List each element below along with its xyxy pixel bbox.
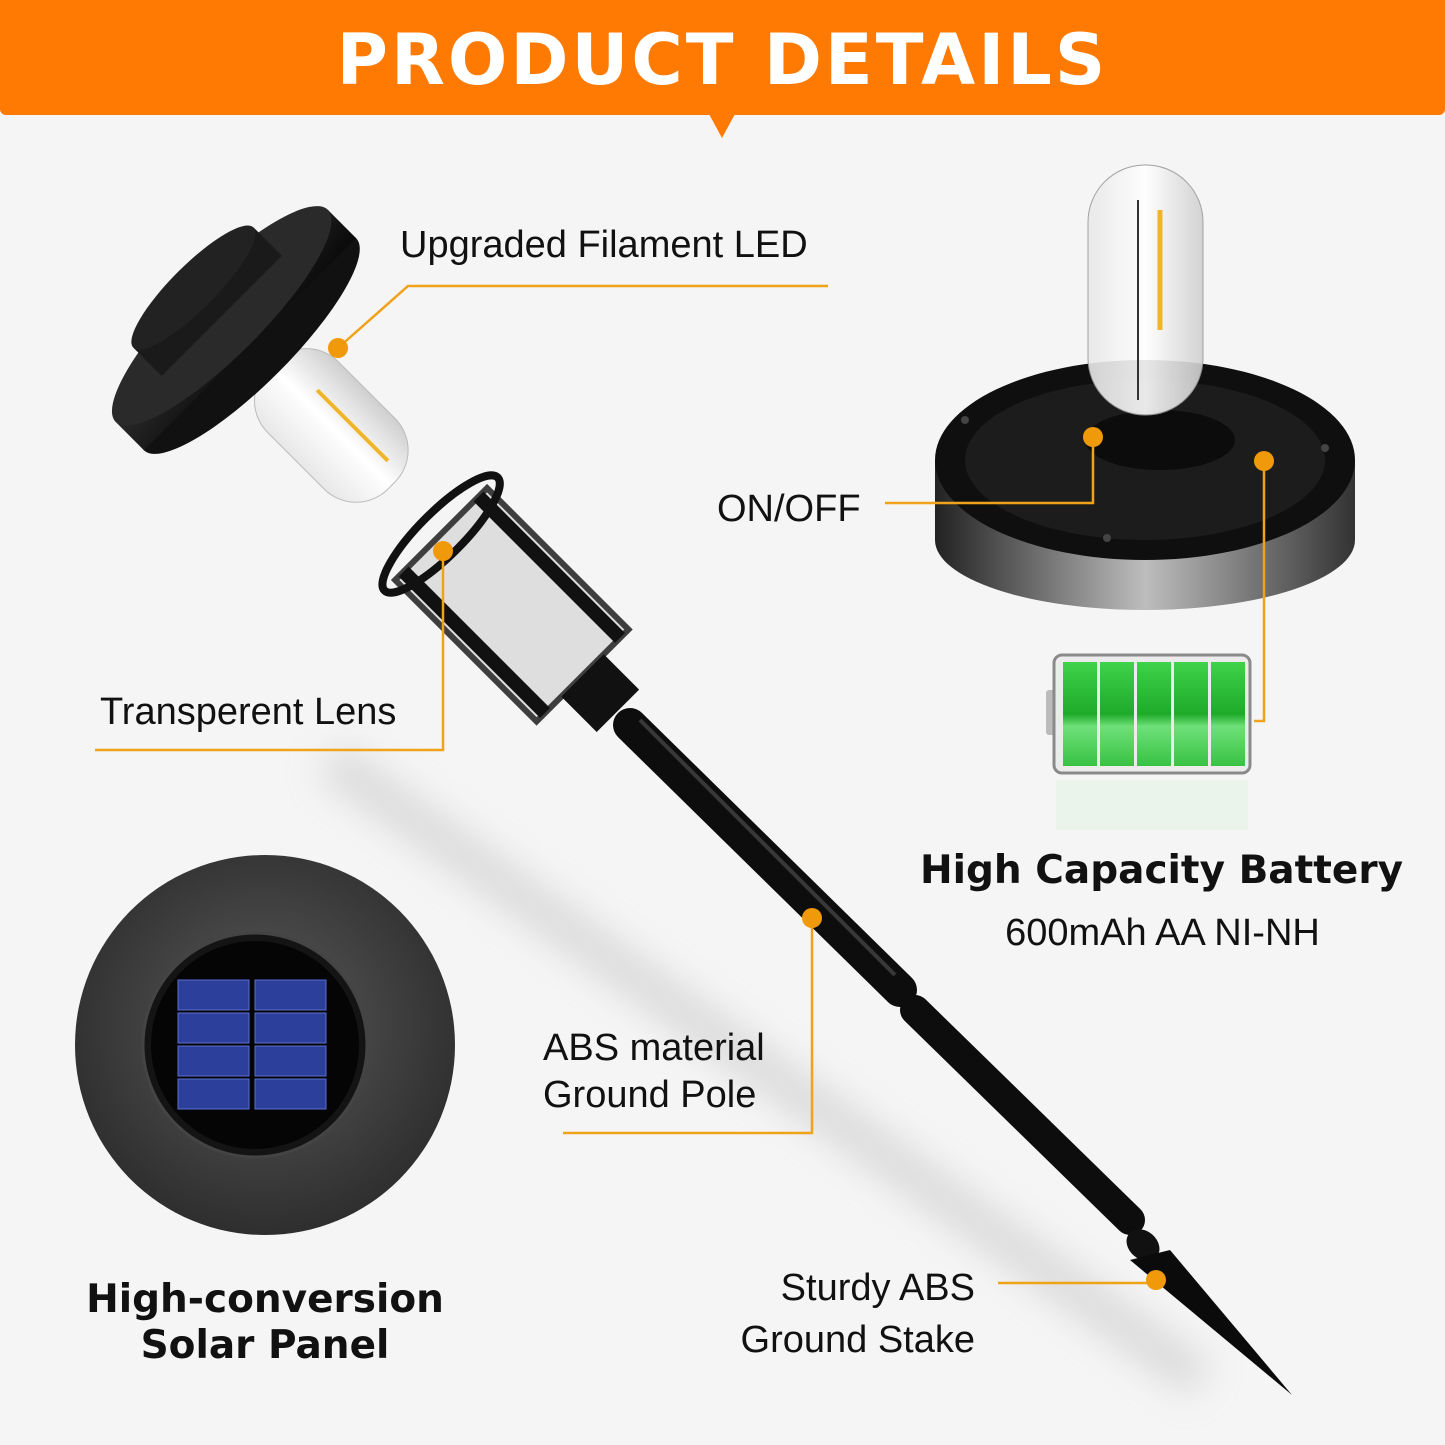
- lamp-cap: [111, 206, 409, 503]
- banner-pointer: [709, 114, 735, 138]
- label-pole-line2: Ground Pole: [543, 1074, 757, 1116]
- battery-title: High Capacity Battery: [920, 848, 1404, 893]
- battery-base: [935, 164, 1355, 610]
- solar-panel: [75, 855, 455, 1235]
- ground-pole: [613, 708, 1145, 1235]
- label-on-off: ON/OFF: [717, 488, 861, 530]
- header-banner: PRODUCT DETAILS: [0, 0, 1445, 115]
- label-stake-line2: Ground Stake: [740, 1319, 975, 1361]
- label-lens: Transperent Lens: [100, 691, 397, 733]
- battery-icon: [1046, 653, 1252, 830]
- page-title: PRODUCT DETAILS: [336, 19, 1109, 101]
- solar-title-line2: Solar Panel: [140, 1323, 390, 1368]
- callout-lines: [95, 284, 1266, 1285]
- label-pole-line1: ABS material: [543, 1027, 765, 1069]
- battery-spec: 600mAh AA NI-NH: [1005, 912, 1320, 954]
- label-filament-led: Upgraded Filament LED: [400, 224, 808, 266]
- solar-title-line1: High-conversion: [86, 1277, 444, 1322]
- lens-housing: [378, 471, 640, 733]
- callout-dots: [328, 338, 1274, 1290]
- label-stake-line1: Sturdy ABS: [780, 1267, 975, 1309]
- ground-stake: [1126, 1229, 1292, 1395]
